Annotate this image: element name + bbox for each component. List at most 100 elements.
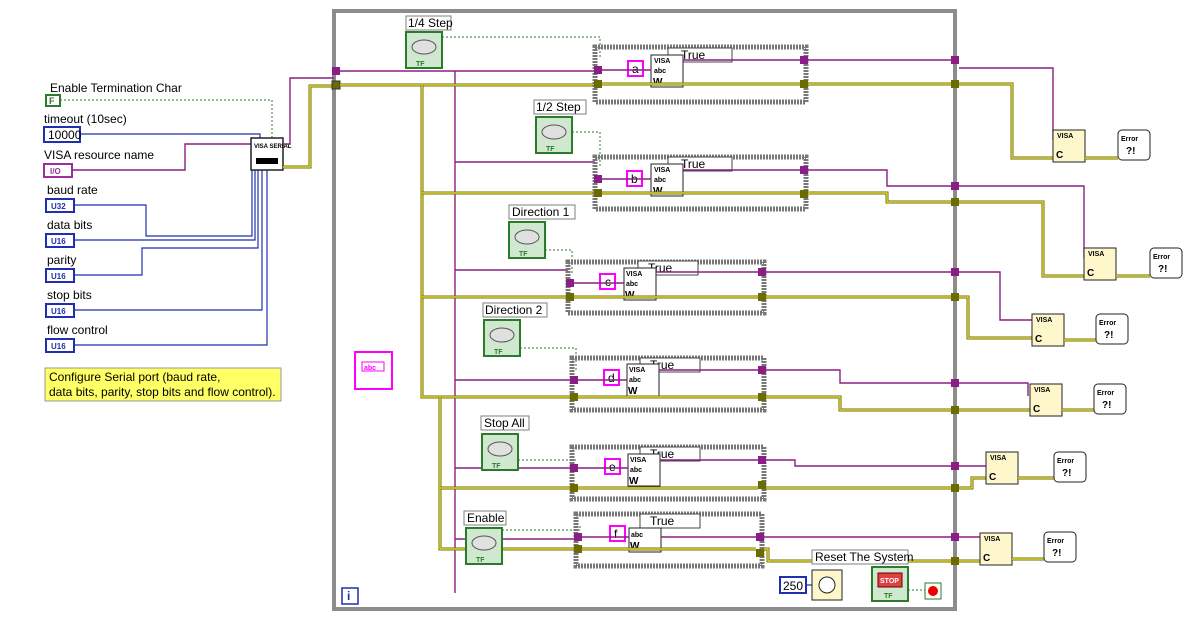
button-direction-2-tf: TF bbox=[494, 349, 503, 356]
visa-serial-config-node[interactable] bbox=[250, 137, 284, 171]
term-char-label: Enable Termination Char bbox=[50, 81, 182, 95]
visa-resource-label: VISA resource name bbox=[44, 148, 154, 162]
timeout-label: timeout (10sec) bbox=[44, 112, 127, 126]
case-d-abc: abc bbox=[629, 377, 641, 384]
loop-iteration-terminal bbox=[341, 587, 359, 605]
visa-close-6[interactable]: VISA C bbox=[979, 532, 1013, 566]
comment-line2: data bits, parity, stop bits and flow co… bbox=[49, 385, 276, 399]
case-structure-b[interactable]: True b VISA abc W bbox=[592, 154, 809, 212]
error-handler-4[interactable]: Error ?! bbox=[1093, 383, 1127, 415]
visa-close-2[interactable]: VISA C bbox=[1083, 247, 1117, 281]
case-e-abc: abc bbox=[630, 467, 642, 474]
tunnel-out-err-3 bbox=[951, 293, 959, 301]
error-6-text: Error bbox=[1047, 538, 1064, 545]
tunnel-out-err-6 bbox=[951, 557, 959, 565]
visa-close-5[interactable]: VISA C bbox=[985, 451, 1019, 485]
data-bits-label: data bits bbox=[47, 218, 92, 232]
case-f-selector: True bbox=[650, 514, 675, 528]
visa-close-5-c: C bbox=[989, 472, 996, 483]
error-handler-1[interactable]: Error ?! bbox=[1117, 129, 1151, 161]
error-2-q: ?! bbox=[1158, 264, 1167, 275]
error-handler-6[interactable]: Error ?! bbox=[1043, 531, 1077, 563]
error-handler-3[interactable]: Error ?! bbox=[1095, 313, 1129, 345]
case-b-abc: abc bbox=[654, 177, 666, 184]
case-a-abc: abc bbox=[654, 68, 666, 75]
button-half-tf: TF bbox=[546, 146, 555, 153]
visa-close-6-c: C bbox=[983, 553, 990, 564]
tunnel-out-2 bbox=[951, 182, 959, 190]
stop-text: STOP bbox=[880, 578, 899, 585]
tunnel-out-1 bbox=[951, 56, 959, 64]
visa-close-1-text: VISA bbox=[1057, 133, 1073, 140]
stop-bits-type: U16 bbox=[51, 307, 66, 316]
wait-clock-icon bbox=[818, 576, 836, 594]
button-stop-all[interactable]: Stop All TF bbox=[480, 415, 530, 471]
visa-close-3[interactable]: VISA C bbox=[1031, 313, 1065, 347]
stop-icon bbox=[877, 572, 903, 588]
button-half-step-label: 1/2 Step bbox=[536, 100, 581, 114]
comment-box[interactable] bbox=[44, 367, 282, 402]
error-4-text: Error bbox=[1097, 390, 1114, 397]
tunnel-out-err-4 bbox=[951, 406, 959, 414]
flow-label: flow control bbox=[47, 323, 108, 337]
button-direction-1[interactable]: Direction 1 TF bbox=[508, 204, 576, 259]
case-structure-d[interactable]: True d VISA abc W bbox=[569, 355, 767, 413]
string-slot-text: abc bbox=[364, 365, 376, 372]
case-structure-f[interactable]: True f abc W bbox=[573, 511, 765, 569]
tunnel-out-err-2 bbox=[951, 198, 959, 206]
button-enable[interactable]: Enable TF bbox=[463, 510, 507, 565]
error-4-q: ?! bbox=[1102, 400, 1111, 411]
error-5-q: ?! bbox=[1062, 468, 1071, 479]
button-enable-tf: TF bbox=[476, 557, 485, 564]
tunnel-out-err-1 bbox=[951, 80, 959, 88]
while-loop-frame[interactable] bbox=[332, 9, 957, 611]
error-2-text: Error bbox=[1153, 254, 1170, 261]
baud-type: U32 bbox=[51, 202, 66, 211]
tunnel-out-6 bbox=[951, 533, 959, 541]
button-stop-all-tf: TF bbox=[492, 463, 501, 470]
button-direction-2[interactable]: Direction 2 TF bbox=[482, 302, 548, 357]
error-handler-5[interactable]: Error ?! bbox=[1053, 451, 1087, 483]
error-1-q: ?! bbox=[1126, 146, 1135, 157]
string-slot-1 bbox=[361, 361, 385, 372]
case-d-constant: d bbox=[608, 371, 615, 385]
visa-serial-text: VISA SERIAL bbox=[254, 144, 292, 150]
case-f-constant: f bbox=[614, 527, 618, 541]
tunnel-out-err-5 bbox=[951, 484, 959, 492]
error-3-q: ?! bbox=[1104, 330, 1113, 341]
tunnel-out-3 bbox=[951, 268, 959, 276]
case-c-constant: c bbox=[605, 275, 611, 289]
visa-close-4[interactable]: VISA C bbox=[1029, 383, 1063, 417]
case-d-w: W bbox=[628, 386, 638, 397]
case-c-visa: VISA bbox=[626, 271, 642, 278]
case-b-selector: True bbox=[681, 157, 706, 171]
button-quarter-step[interactable]: 1/4 Step TF bbox=[405, 15, 453, 69]
case-f-w: W bbox=[630, 541, 640, 552]
visa-close-1-c: C bbox=[1056, 150, 1063, 161]
serial-port-icon bbox=[256, 158, 278, 164]
loop-iteration-label: i bbox=[347, 589, 350, 603]
wait-ms-value: 250 bbox=[783, 579, 803, 593]
visa-close-1[interactable]: VISA C bbox=[1052, 129, 1086, 163]
case-e-visa: VISA bbox=[630, 457, 646, 464]
visa-close-2-text: VISA bbox=[1088, 251, 1104, 258]
case-c-abc: abc bbox=[626, 281, 638, 288]
button-direction-1-tf: TF bbox=[519, 251, 528, 258]
reset-label: Reset The System bbox=[815, 550, 913, 564]
error-handler-2[interactable]: Error ?! bbox=[1149, 247, 1183, 279]
visa-resource-io: I/O bbox=[50, 167, 61, 176]
tunnel-out-5 bbox=[951, 462, 959, 470]
error-5-text: Error bbox=[1057, 458, 1074, 465]
error-1-text: Error bbox=[1121, 136, 1138, 143]
case-f-abc: abc bbox=[631, 532, 643, 539]
case-structure-a[interactable]: True a VISA abc W bbox=[592, 44, 809, 105]
case-structure-c[interactable]: True c VISA abc W bbox=[565, 259, 767, 316]
case-structure-e[interactable]: True e VISA abc W bbox=[569, 444, 767, 502]
button-half-step[interactable]: 1/2 Step TF bbox=[533, 99, 587, 154]
case-a-visa: VISA bbox=[654, 58, 670, 65]
visa-close-3-text: VISA bbox=[1036, 317, 1052, 324]
button-direction-2-label: Direction 2 bbox=[485, 303, 543, 317]
term-char-value: F bbox=[49, 96, 55, 106]
case-a-constant: a bbox=[632, 62, 639, 76]
case-a-selector: True bbox=[681, 48, 706, 62]
